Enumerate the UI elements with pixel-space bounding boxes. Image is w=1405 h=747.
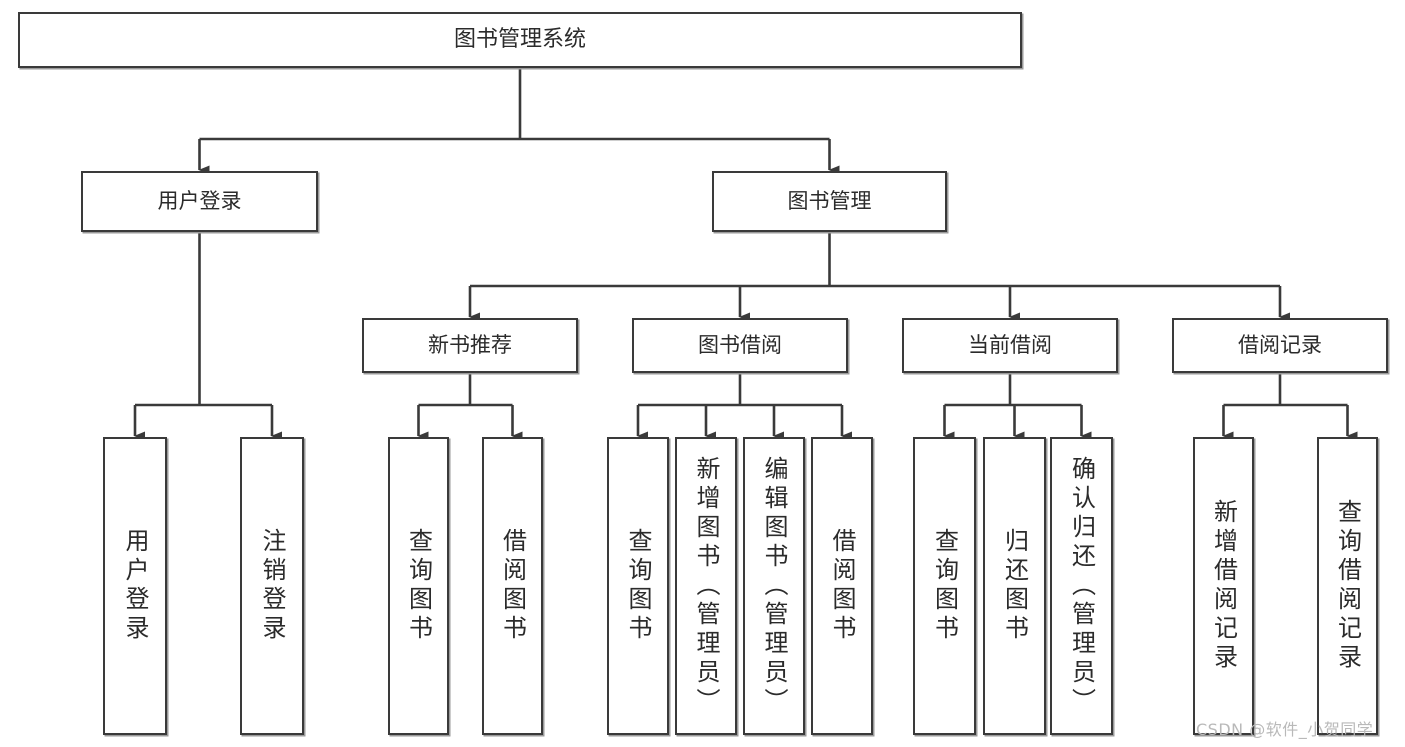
node-label: 图书管理系统 [453,26,586,52]
node-borrow-record[interactable]: 借阅记录 [1172,318,1388,373]
node-label: 新增借阅记录 [1209,499,1238,673]
node-leaf-query-book-2[interactable]: 查询图书 [607,437,669,735]
node-label: 当前借阅 [968,332,1052,357]
node-leaf-add-book[interactable]: 新增图书（管理员） [675,437,737,735]
node-label: 新书推荐 [428,332,512,357]
node-label: 查询图书 [624,528,652,644]
node-leaf-borrow-book-2[interactable]: 借阅图书 [811,437,873,735]
node-leaf-borrow-book-1[interactable]: 借阅图书 [482,437,543,735]
node-label: 图书借阅 [698,332,782,357]
node-label: 用户登录 [157,188,242,213]
node-label: 确认归还（管理员） [1067,455,1096,717]
node-leaf-query-borrow-record[interactable]: 查询借阅记录 [1317,437,1378,735]
node-leaf-return-book[interactable]: 归还图书 [983,437,1046,735]
node-book-management[interactable]: 图书管理 [712,171,947,232]
node-leaf-user-logout[interactable]: 注销登录 [240,437,304,735]
node-current-borrow[interactable]: 当前借阅 [902,318,1118,373]
node-root[interactable]: 图书管理系统 [18,12,1022,68]
node-label: 借阅图书 [498,528,527,644]
node-label: 用户登录 [121,528,149,644]
node-leaf-add-borrow-record[interactable]: 新增借阅记录 [1193,437,1254,735]
node-leaf-edit-book[interactable]: 编辑图书（管理员） [743,437,805,735]
node-new-book-recommend[interactable]: 新书推荐 [362,318,578,373]
node-leaf-user-login[interactable]: 用户登录 [103,437,167,735]
node-user-login[interactable]: 用户登录 [81,171,318,232]
node-label: 查询图书 [404,528,433,644]
watermark: CSDN @软件_小贺同学 [1196,720,1374,739]
node-label: 注销登录 [258,528,286,644]
node-label: 新增图书（管理员） [692,455,720,717]
node-label: 借阅图书 [828,528,856,644]
node-leaf-query-book-3[interactable]: 查询图书 [913,437,976,735]
node-label: 查询图书 [930,528,959,644]
node-label: 图书管理 [787,188,872,213]
node-label: 归还图书 [1000,528,1029,644]
node-leaf-confirm-return[interactable]: 确认归还（管理员） [1050,437,1113,735]
node-label: 查询借阅记录 [1333,499,1362,673]
node-label: 借阅记录 [1238,332,1322,357]
node-label: 编辑图书（管理员） [760,455,788,717]
node-leaf-query-book-1[interactable]: 查询图书 [388,437,449,735]
node-book-borrow[interactable]: 图书借阅 [632,318,848,373]
